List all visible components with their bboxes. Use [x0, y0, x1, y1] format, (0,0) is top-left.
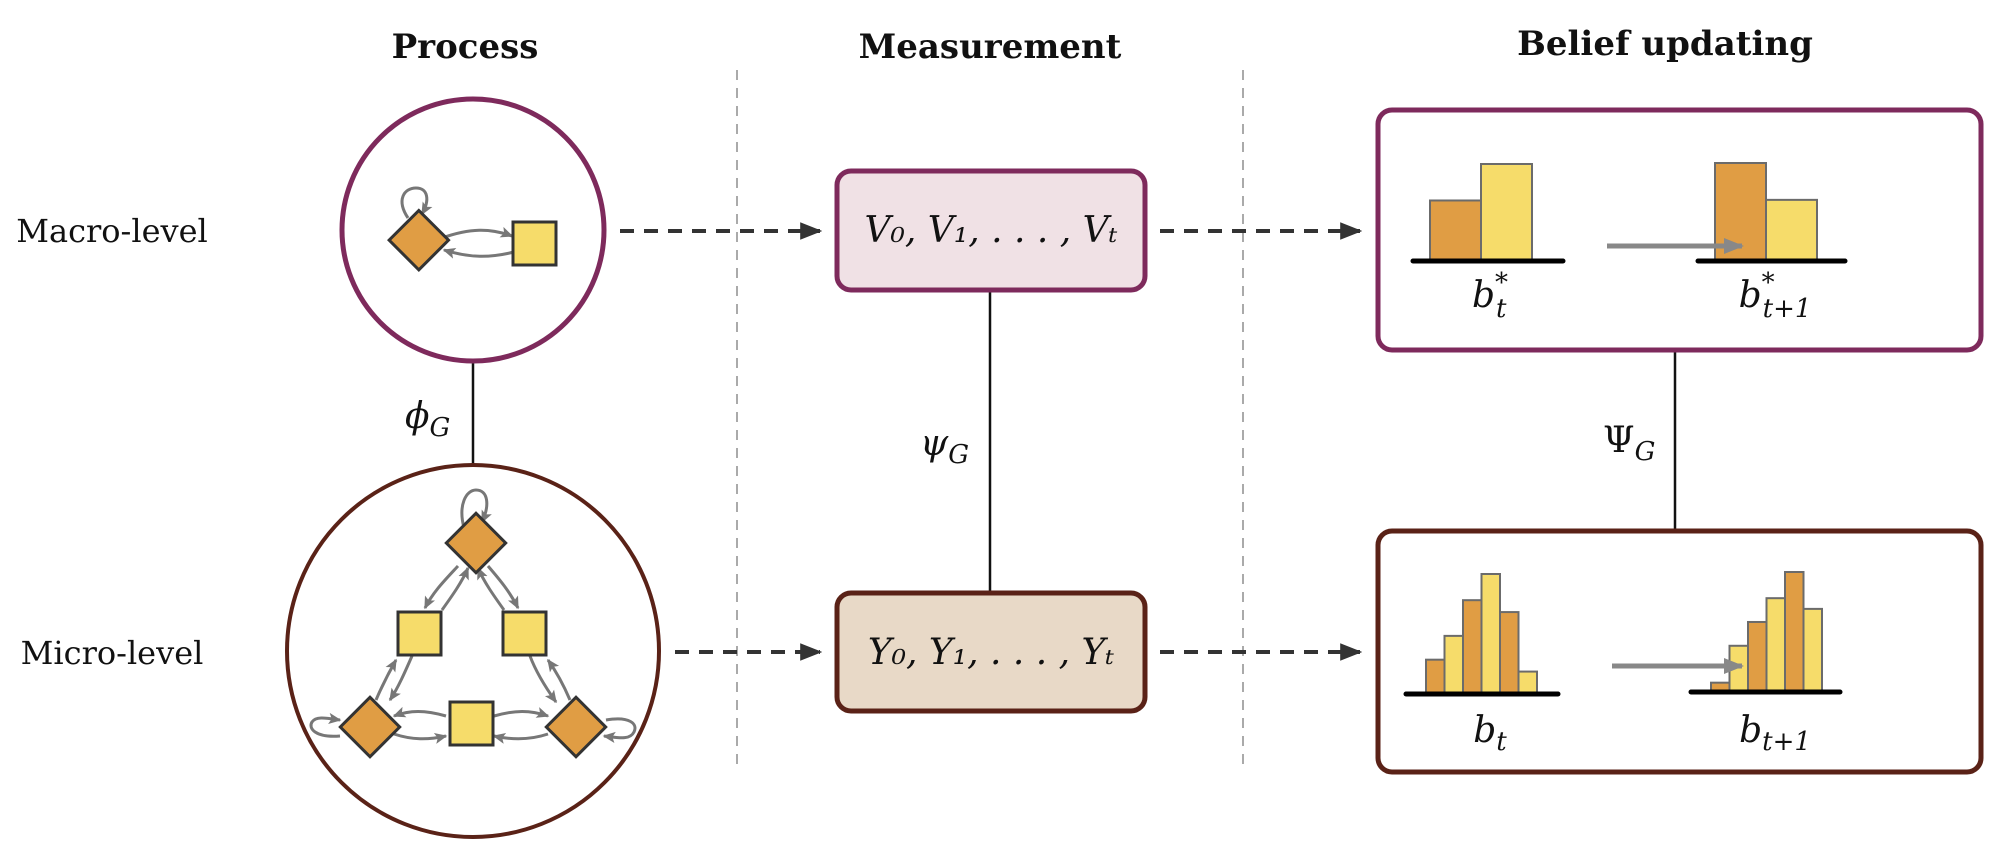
state-diamond [387, 208, 451, 272]
self-loop-arrow [460, 488, 492, 529]
histogram-bar [1517, 670, 1538, 695]
belief-label-macro-before: b*t [1472, 268, 1508, 324]
psi-label: ψG [920, 423, 969, 470]
micro-measurement-text: Y₀, Y₁, . . . , Yₜ [868, 632, 1114, 673]
histogram-bar [1802, 607, 1823, 693]
state-square [396, 610, 443, 657]
belief-label-micro-after: bt+1 [1739, 710, 1811, 757]
self-loop-arrow [602, 717, 637, 743]
histogram-micro-before [1403, 573, 1561, 697]
state-square [448, 700, 495, 747]
column-header-measurement: Measurement [859, 27, 1122, 67]
micro-measurement-box [834, 590, 1148, 714]
belief-label-macro-after: b*t+1 [1739, 268, 1812, 324]
transition-arrow [374, 658, 398, 701]
row-label-micro: Micro-level [21, 634, 204, 672]
column-header-process: Process [392, 27, 539, 67]
state-diamond [544, 695, 608, 759]
phi-label: ϕG [405, 396, 450, 443]
histogram-bar [1462, 599, 1483, 694]
row-label-macro: Macro-level [16, 212, 208, 250]
histogram-bar [1429, 199, 1482, 261]
state-diamond [444, 511, 508, 575]
histogram-bar [1443, 634, 1464, 695]
transition-arrow [528, 655, 558, 704]
transition-arrow [493, 707, 550, 718]
histogram-bar [1765, 198, 1818, 261]
micro-belief-box [1375, 528, 1984, 775]
transition-arrow [546, 658, 572, 701]
belief-label-micro-before: bt [1473, 710, 1507, 757]
transition-arrow [492, 732, 549, 744]
micro-process-graph [309, 488, 637, 744]
histogram-bar [1765, 597, 1786, 692]
macro-measurement-text: V₀, V₁, . . . , Vₜ [864, 210, 1117, 251]
column-header-belief-updating: Belief updating [1517, 24, 1813, 64]
transition-arrow [392, 706, 447, 718]
self-loop-arrow [400, 186, 433, 219]
histogram-micro-after [1688, 571, 1843, 695]
state-square [501, 610, 548, 657]
transition-arrow [423, 564, 460, 610]
Psi-label: ΨG [1603, 420, 1655, 467]
histogram-bar [1784, 571, 1805, 692]
transition-arrow [440, 566, 470, 611]
transition-arrow [442, 247, 515, 259]
transition-arrow [388, 655, 414, 702]
histogram-macro-before [1410, 163, 1566, 264]
self-loop-arrow [309, 712, 342, 738]
histogram-bar [1480, 573, 1501, 694]
histogram-bar [1480, 163, 1533, 261]
transition-arrow [441, 226, 514, 240]
transition-arrow [486, 565, 520, 610]
transition-arrow [476, 566, 506, 611]
transition-arrow [393, 732, 448, 744]
macro-measurement-box [834, 168, 1148, 293]
macro-process-graph [387, 186, 558, 272]
histogram-bar [1747, 620, 1768, 692]
state-square [511, 220, 558, 267]
state-diamond [338, 695, 402, 759]
histogram-bar [1499, 611, 1520, 695]
histogram-bar [1425, 658, 1446, 694]
micro-process-states [338, 511, 608, 759]
